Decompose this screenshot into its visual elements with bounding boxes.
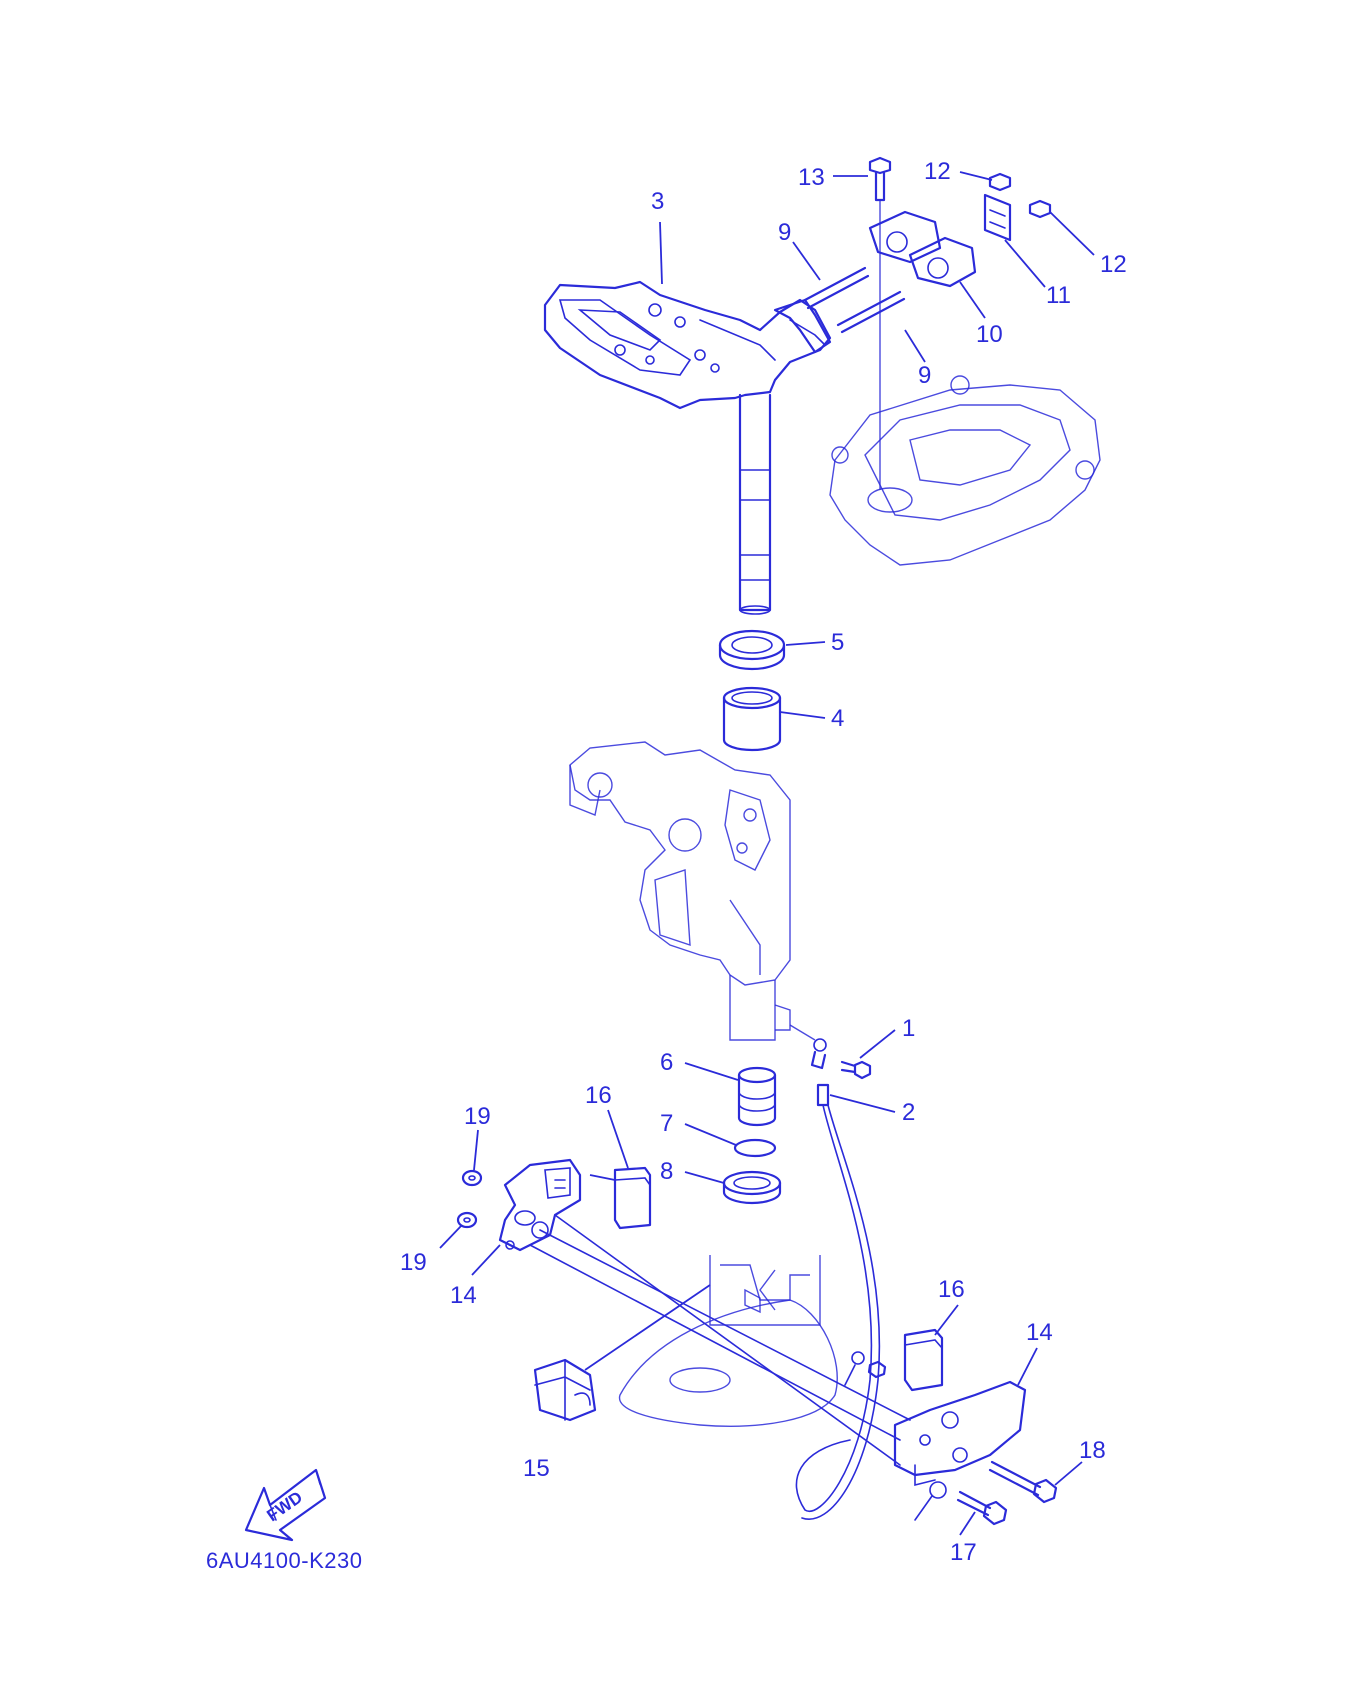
- damper-block-15: [533, 1358, 597, 1422]
- callout-16: 16: [938, 1276, 965, 1303]
- damper-block-16-left: [613, 1166, 652, 1230]
- callout-6: 6: [660, 1049, 673, 1076]
- callout-4: 4: [831, 705, 844, 732]
- callout-7: 7: [660, 1110, 673, 1137]
- callout-9: 9: [918, 362, 931, 389]
- swivel-bracket-outline: [569, 741, 791, 1041]
- bolt-18: [988, 1460, 1058, 1504]
- lower-bushing-part: [737, 1066, 777, 1127]
- oil-seal-part: [722, 1170, 782, 1205]
- callout-14: 14: [1026, 1319, 1053, 1346]
- engine-base-outline: [829, 375, 1101, 566]
- callout-14: 14: [450, 1282, 477, 1309]
- callout-9: 9: [778, 219, 791, 246]
- callout-15: 15: [523, 1455, 550, 1482]
- callout-11: 11: [1046, 282, 1071, 309]
- callout-16: 16: [585, 1082, 612, 1109]
- drawing-code: 6AU4100-K230: [206, 1548, 362, 1573]
- lower-mount-links: [529, 1214, 911, 1466]
- callout-12: 12: [1100, 251, 1127, 278]
- ground-lead-part: [789, 1024, 881, 1520]
- bolt-17: [956, 1490, 1008, 1526]
- ground-terminal-lower: [844, 1351, 947, 1521]
- callout-19: 19: [464, 1103, 491, 1130]
- o-ring-part: [733, 1138, 777, 1158]
- callout-5: 5: [831, 629, 844, 656]
- leader-lines: [439, 171, 1095, 1536]
- lower-mount-bracket-left: [498, 1158, 582, 1252]
- callout-1: 1: [902, 1015, 915, 1042]
- upper-mount-assembly: [803, 156, 1052, 490]
- callout-10: 10: [976, 321, 1003, 348]
- steering-bracket-part: [543, 280, 832, 615]
- fwd-arrow-icon: FWD: [244, 1468, 327, 1542]
- upper-bushing-part: [718, 629, 786, 671]
- callout-2: 2: [902, 1099, 915, 1126]
- damper-block-16-right: [903, 1328, 944, 1392]
- lower-casing-outline: [618, 1255, 838, 1427]
- callout-3: 3: [651, 188, 664, 215]
- callout-19: 19: [400, 1249, 427, 1276]
- callout-17: 17: [950, 1539, 977, 1566]
- lower-mount-bracket-right: [893, 1380, 1027, 1487]
- callout-8: 8: [660, 1158, 673, 1185]
- bushing-part: [722, 686, 782, 752]
- washer-19-lower: [456, 1211, 478, 1229]
- callout-labels: 3 13 12 12 11 10 9 9 5 4 1 2 6 7 8 16 19…: [400, 158, 1127, 1566]
- callout-13: 13: [798, 164, 825, 191]
- callout-18: 18: [1079, 1437, 1106, 1464]
- washer-19-upper: [461, 1169, 483, 1187]
- callout-12: 12: [924, 158, 951, 185]
